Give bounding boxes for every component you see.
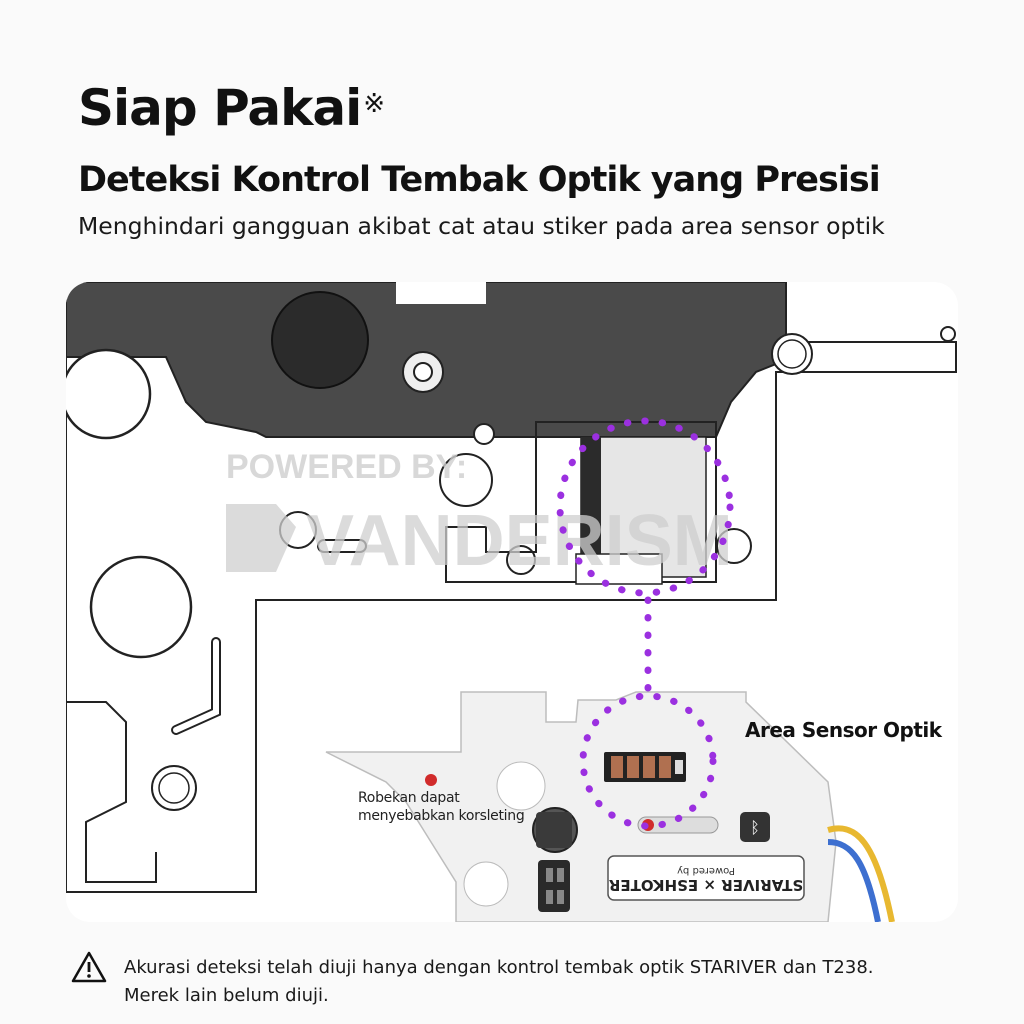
board-powered-by: Powered by [677,865,735,876]
circuit-board: ᛒ Powered by STARIVER × ESHKOTER [325,691,895,922]
page-title: Siap Pakai※ [78,78,385,138]
board-brand: STARIVER × ESHKOTER [608,876,803,894]
sensor-highlight [556,417,734,830]
gearbox-illustration: POWERED BY: VANDERISM ᛒ [66,282,957,922]
footer-note-line1: Akurasi deteksi telah diuji hanya dengan… [124,957,874,978]
title-footnote-mark: ※ [363,89,385,119]
footer-note-line2: Merek lain belum diuji. [124,985,329,1006]
tear-warning-line2: menyebabkan korsleting [358,808,525,824]
illustration-panel: POWERED BY: VANDERISM ᛒ [66,282,958,922]
warning-triangle-icon [71,951,107,983]
footer-note: Akurasi deteksi telah diuji hanya dengan… [124,954,874,1010]
watermark-logo-icon [226,504,296,572]
watermark-line2: VANDERISM [306,501,733,581]
tear-warning-dot-icon [425,774,437,786]
watermark-line1: POWERED BY: [226,448,467,486]
title-text: Siap Pakai [78,79,362,137]
page-description: Menghindari gangguan akibat cat atau sti… [78,212,885,240]
tear-warning-line1: Robekan dapat [358,790,460,806]
page-subtitle: Deteksi Kontrol Tembak Optik yang Presis… [78,160,881,200]
tear-warning-label: Robekan dapat menyebabkan korsleting [358,789,525,825]
sensor-area-label: Area Sensor Optik [745,718,942,742]
gearbox-plate [66,282,957,893]
bluetooth-icon: ᛒ [750,818,760,837]
